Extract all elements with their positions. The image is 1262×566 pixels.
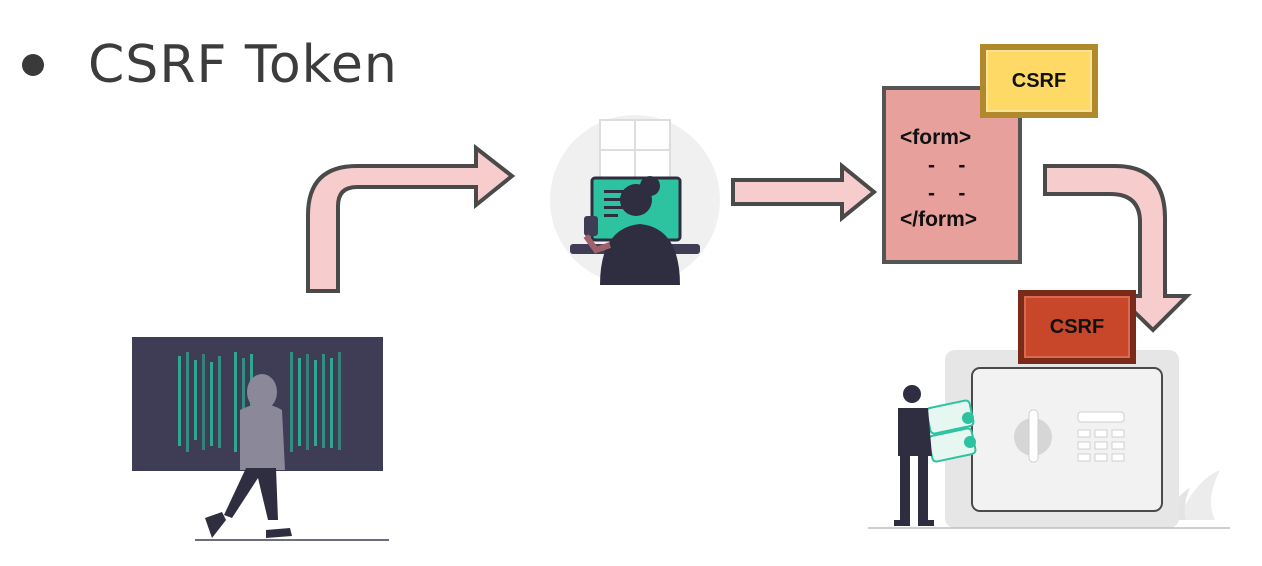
user-at-computer-illustration <box>550 115 720 285</box>
slide-title: CSRF Token <box>88 35 398 95</box>
hacker-illustration <box>132 337 389 541</box>
title-row: CSRF Token <box>22 30 398 100</box>
curved-arrow-form-to-safe <box>1043 164 1192 333</box>
arrow-user-to-form <box>731 161 878 223</box>
form-field-line-2: - - <box>928 182 966 205</box>
matrix-code <box>178 352 341 452</box>
person-with-safe-illustration <box>868 350 1230 529</box>
csrf-token-safe: CSRF <box>1018 290 1136 364</box>
csrf-token-form: CSRF <box>980 44 1098 118</box>
form-close-tag: </form> <box>900 208 978 231</box>
bullet-icon <box>22 54 44 76</box>
form-field-line-1: - - <box>928 154 966 177</box>
curved-arrow-hacker-to-user <box>306 143 516 293</box>
form-open-tag: <form> <box>900 126 972 149</box>
